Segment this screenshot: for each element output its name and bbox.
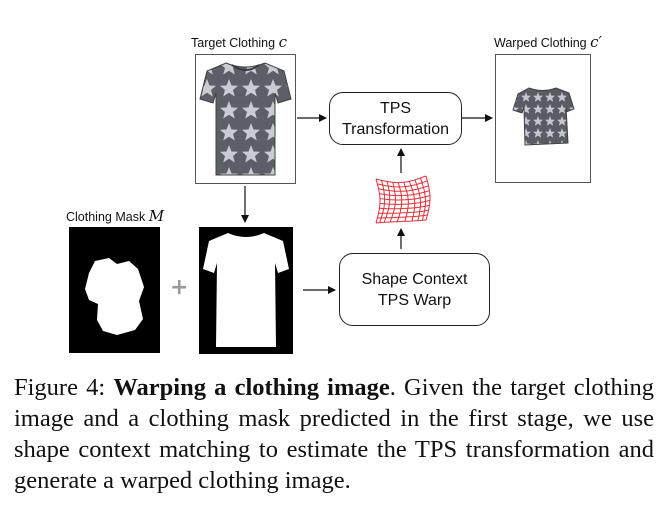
figure-caption: Figure 4: Warping a clothing image. Give…	[14, 372, 654, 496]
grid-line	[379, 199, 431, 205]
plus-symbol: +	[170, 275, 189, 300]
grid-line	[377, 214, 428, 219]
grid-line	[408, 181, 416, 222]
caption-body: . Given the target clothing image and a …	[14, 374, 655, 494]
grid-line	[379, 204, 430, 210]
tps-box-line1: TPS	[379, 99, 412, 117]
sc-box-line1: Shape Context	[361, 270, 468, 288]
grid-line	[375, 175, 427, 184]
tps-box-line2: Transformation	[342, 120, 449, 138]
tshirt-silhouette-icon	[203, 233, 289, 347]
grid-line	[375, 178, 381, 224]
grid-line	[379, 195, 431, 201]
warped-clothing-var: c′	[590, 33, 602, 51]
target-clothing-label: Target Clothing c	[191, 33, 287, 51]
tps-warp-grid-icon	[375, 175, 431, 224]
grid-line	[383, 181, 391, 223]
grid-line	[403, 182, 409, 222]
warped-clothing-image	[495, 54, 591, 183]
tshirt-icon	[199, 62, 292, 176]
mask-blob-shape	[85, 258, 144, 335]
tps-transformation-box: TPS Transformation	[329, 92, 462, 145]
grid-line	[377, 180, 428, 188]
grid-line	[378, 185, 429, 192]
target-clothing-text: Target Clothing	[191, 36, 276, 50]
target-clothing-image	[195, 54, 296, 184]
clothing-mask-image	[69, 227, 160, 353]
grid-line	[425, 175, 431, 221]
grid-line	[379, 190, 430, 197]
caption-title: Warping a clothing image	[113, 374, 390, 401]
caption-figure-label: Figure 4:	[14, 374, 106, 401]
clothing-mask-label: Clothing Mask M	[66, 207, 164, 225]
clothing-mask-text: Clothing Mask	[66, 210, 146, 224]
sc-box-line2: TPS Warp	[377, 291, 452, 309]
shape-context-tps-warp-box: Shape Context TPS Warp	[339, 253, 490, 326]
grid-line	[375, 219, 427, 224]
grid-line	[378, 209, 429, 214]
grid-line	[396, 182, 403, 222]
grid-line	[389, 182, 396, 223]
grid-line	[414, 179, 421, 221]
clothing-mask-var: M	[148, 207, 165, 225]
target-clothing-var: c	[278, 33, 287, 51]
grid-line	[379, 180, 386, 223]
grid-line	[419, 177, 427, 221]
warped-tshirt-icon	[512, 87, 575, 146]
warped-clothing-text: Warped Clothing	[494, 36, 587, 50]
warped-clothing-label: Warped Clothing c′	[494, 33, 602, 51]
clothing-shape-image	[199, 227, 293, 354]
